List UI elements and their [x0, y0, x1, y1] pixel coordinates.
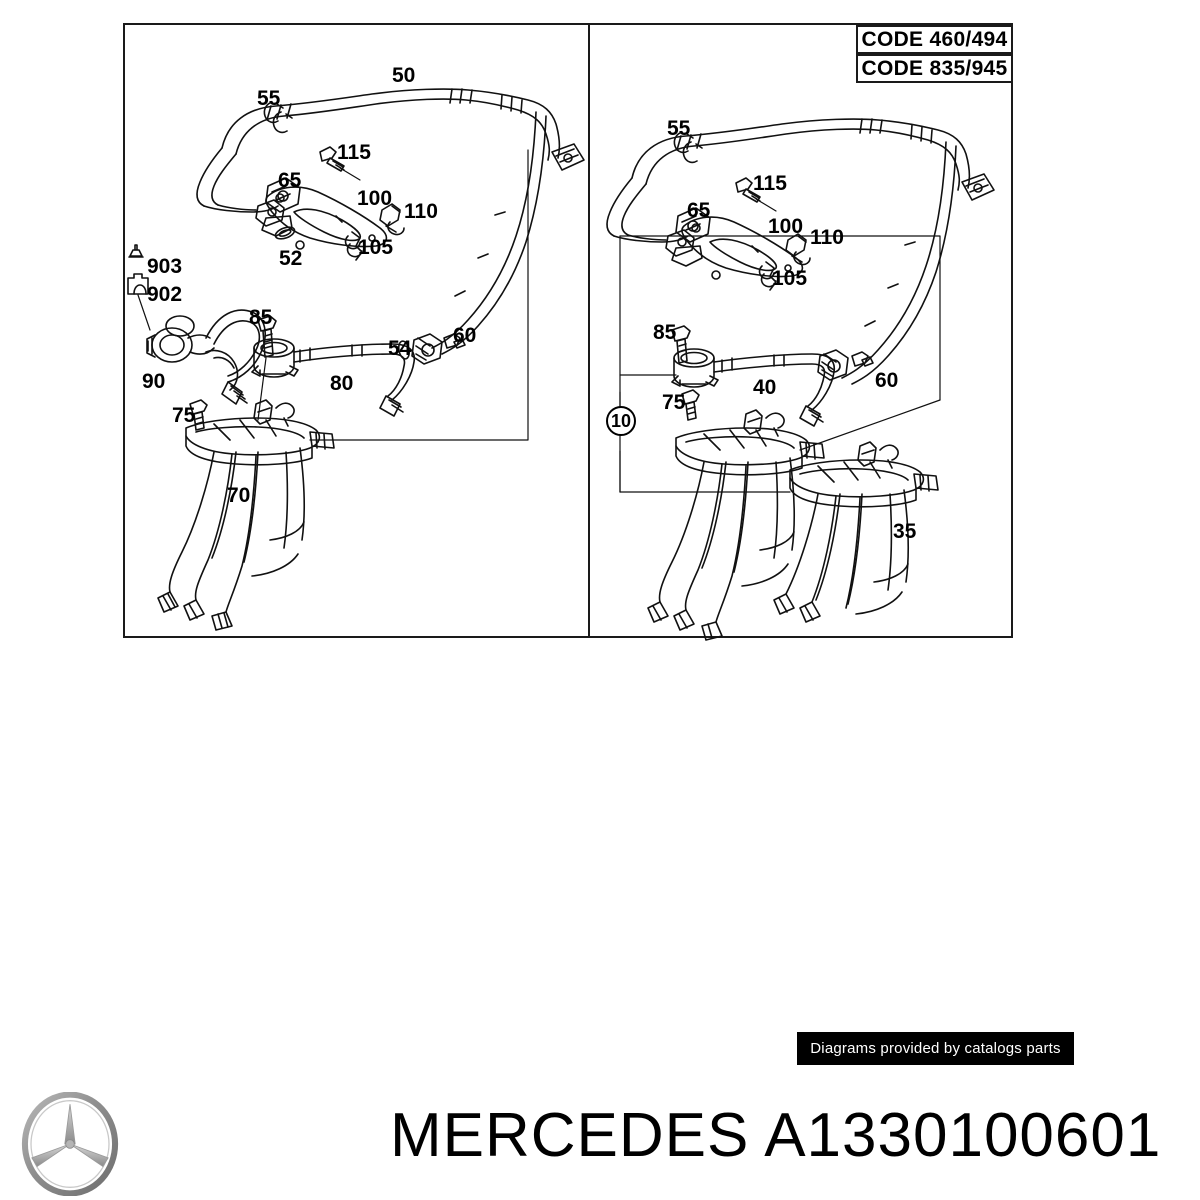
callout-80-left: 80 [330, 372, 354, 395]
panel-divider [588, 23, 590, 638]
callout-70-left: 70 [227, 484, 251, 507]
callout-circle-10: 10 [606, 406, 636, 436]
callout-105-left: 105 [358, 236, 394, 259]
bracket-100-left [265, 186, 388, 250]
callout-40-right: 40 [753, 376, 777, 399]
callout-105-right: 105 [772, 267, 808, 290]
fitting-54-60-left [397, 333, 466, 365]
part-title: MERCEDES A1330100601 [390, 1101, 1162, 1170]
callout-60-left: 60 [453, 324, 477, 347]
callout-50-left: 50 [392, 64, 416, 87]
upper-coolant-pipe-left [221, 88, 585, 171]
oring-52-left [274, 226, 296, 240]
watermark-banner: Diagrams provided by catalogs parts [797, 1032, 1074, 1065]
callout-65-left: 65 [278, 169, 302, 192]
pump-90-left [146, 315, 215, 363]
bolt-75-right [681, 389, 700, 421]
left-branch-pipe [196, 147, 279, 213]
bracket-100-right [681, 216, 804, 280]
code-box-460-494: CODE 460/494 [856, 25, 1013, 54]
bolt-85-left [257, 315, 277, 421]
technical-line-art [127, 88, 995, 641]
callout-110-right: 110 [810, 226, 844, 249]
callout-52-left: 52 [279, 247, 303, 270]
callout-35-right: 35 [893, 520, 917, 543]
callout-54-left: 54 [388, 337, 412, 360]
callout-55-left: 55 [257, 87, 281, 110]
callout-85-right: 85 [653, 321, 677, 344]
upper-coolant-pipe-right [631, 118, 995, 201]
bolt-115-right [735, 177, 777, 212]
screw-105-right [758, 261, 777, 291]
exhaust-manifold-right-a [647, 409, 825, 641]
clip-55-left [263, 101, 293, 134]
return-pipe-left [431, 111, 547, 355]
bolt-75-left [189, 399, 208, 431]
callout-65-right: 65 [687, 199, 711, 222]
mercedes-benz-star-logo [21, 1092, 119, 1196]
clip-110-left [379, 203, 405, 236]
callout-85-left: 85 [249, 306, 273, 329]
callout-110-left: 110 [404, 200, 438, 223]
bolt-115-left [319, 146, 361, 181]
return-pipe-right [841, 141, 957, 385]
callout-75-left: 75 [172, 404, 196, 427]
callout-903-left: 903 [147, 255, 183, 278]
code-box-835-945: CODE 835/945 [856, 54, 1013, 83]
callout-75-right: 75 [662, 391, 686, 414]
thermostat-housing-right [671, 348, 719, 388]
callout-100-right: 100 [768, 215, 804, 238]
callout-902-left: 902 [147, 283, 183, 306]
callout-60-right: 60 [875, 369, 899, 392]
screw-105-left [344, 231, 363, 261]
clip-55-right [673, 131, 703, 164]
callout-115-right: 115 [753, 172, 787, 195]
fitting-60-right [817, 349, 874, 381]
exhaust-manifold-70-left [157, 399, 335, 631]
diagram-outer-frame [123, 23, 1013, 638]
callout-115-left: 115 [337, 141, 371, 164]
icon-903-left [128, 244, 144, 258]
thermostat-housing-left [251, 338, 299, 378]
callout-100-left: 100 [357, 187, 393, 210]
icon-902-left [127, 273, 151, 331]
left-branch-pipe-right [606, 177, 689, 243]
exhaust-manifold-right-b [773, 441, 939, 623]
hose-loop-left [205, 309, 266, 405]
clip-110-right [785, 233, 811, 266]
callout-90-left: 90 [142, 370, 166, 393]
callout-55-right: 55 [667, 117, 691, 140]
